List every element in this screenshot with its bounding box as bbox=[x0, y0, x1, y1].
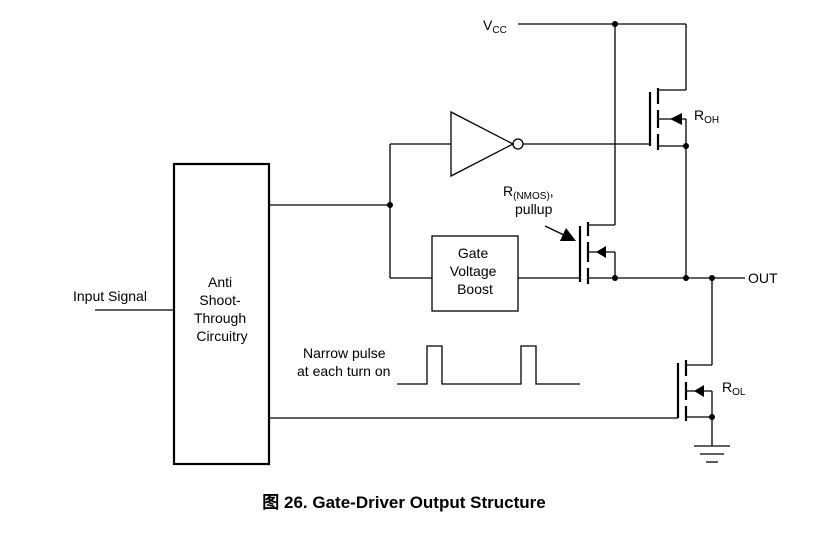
anti-shoot-through-label: Anti Shoot- Through Circuitry bbox=[194, 274, 250, 344]
figure-caption: 图 26. Gate-Driver Output Structure bbox=[262, 493, 545, 512]
vcc-label: VCC bbox=[483, 17, 507, 36]
rol-label: ROL bbox=[722, 379, 746, 398]
ground-icon bbox=[694, 417, 730, 463]
anti-shoot-through-box bbox=[172, 162, 271, 466]
narrow-pulse-waveform bbox=[397, 345, 580, 385]
gate-voltage-boost-label: Gate Voltage Boost bbox=[450, 245, 501, 297]
out-label: OUT bbox=[748, 270, 778, 286]
pullup-label: pullup bbox=[515, 201, 553, 217]
inverter-symbol bbox=[450, 110, 524, 178]
input-signal-label: Input Signal bbox=[73, 288, 147, 304]
roh-transistor bbox=[648, 88, 689, 150]
narrow-pulse-label: Narrow pulse at each turn on bbox=[297, 345, 390, 379]
gate-voltage-boost-box bbox=[431, 235, 519, 312]
rnmos-pointer-arrow bbox=[544, 225, 576, 241]
rnmos-label: R(NMOS), bbox=[503, 183, 554, 202]
nmos-pullup-transistor bbox=[578, 222, 686, 284]
rol-transistor bbox=[676, 360, 715, 421]
roh-label: ROH bbox=[694, 107, 719, 126]
